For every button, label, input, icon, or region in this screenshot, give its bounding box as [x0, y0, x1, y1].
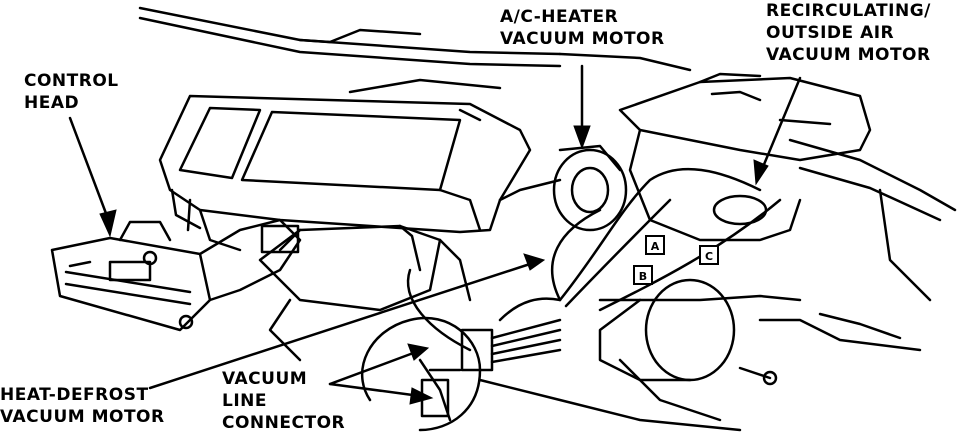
label-recirc-line-1: RECIRCULATING/	[766, 1, 931, 21]
label-control-head-line-2: HEAD	[24, 93, 80, 113]
arrow-connector-1	[328, 350, 418, 386]
part-tags: A B C	[633, 235, 719, 285]
label-recirc-line-3: VACUUM MOTOR	[766, 45, 931, 65]
arrow-recirc	[758, 76, 802, 176]
part-letter-c: C	[705, 250, 713, 263]
label-vacuum-line-line-1: VACUUM	[222, 369, 308, 389]
arrow-connector-2	[328, 382, 422, 398]
label-vacuum-line-line-3: CONNECTOR	[222, 413, 346, 433]
arrowheads	[99, 125, 769, 405]
dashboard-outline	[138, 6, 957, 302]
label-ac-heater-vacuum-motor: A/C-HEATER VACUUM MOTOR	[500, 6, 665, 50]
air-duct	[618, 72, 872, 242]
heat-defrost-circle	[360, 316, 482, 432]
arrow-heat-defrost	[148, 262, 532, 390]
label-recirc-line-2: OUTSIDE AIR	[766, 23, 895, 43]
label-control-head: CONTROL HEAD	[24, 70, 119, 114]
label-ac-heater-line-2: VACUUM MOTOR	[500, 29, 665, 49]
floor-duct	[258, 224, 742, 432]
arrowhead-connector-2	[409, 387, 434, 405]
vacuum-hoses	[406, 167, 922, 352]
label-heat-defrost-vacuum-motor: HEAT-DEFROST VACUUM MOTOR	[0, 384, 165, 428]
leader-arrows	[68, 64, 802, 398]
arrowhead-recirc	[753, 159, 769, 186]
part-letter-b: B	[639, 270, 647, 283]
arrowhead-ac-heater	[573, 125, 591, 150]
label-vacuum-line-connector: VACUUM LINE CONNECTOR	[222, 368, 345, 434]
arrowhead-control-head	[99, 209, 117, 238]
heater-case	[158, 78, 562, 252]
arrowhead-connector-1	[407, 343, 430, 361]
label-heat-defrost-line-1: HEAT-DEFROST	[0, 385, 149, 405]
label-recirculating-outside-air-vacuum-motor: RECIRCULATING/ OUTSIDE AIR VACUUM MOTOR	[766, 0, 931, 66]
arrowhead-heat-defrost	[523, 253, 546, 271]
part-letter-a: A	[651, 240, 660, 253]
bolt	[738, 312, 902, 386]
label-vacuum-line-line-2: LINE	[222, 391, 267, 411]
arrow-control-head	[68, 116, 112, 226]
label-ac-heater-line-1: A/C-HEATER	[500, 7, 619, 27]
label-control-head-line-1: CONTROL	[24, 71, 119, 91]
blower-housing	[552, 144, 768, 422]
control-head	[50, 218, 302, 332]
label-heat-defrost-line-2: VACUUM MOTOR	[0, 407, 165, 427]
